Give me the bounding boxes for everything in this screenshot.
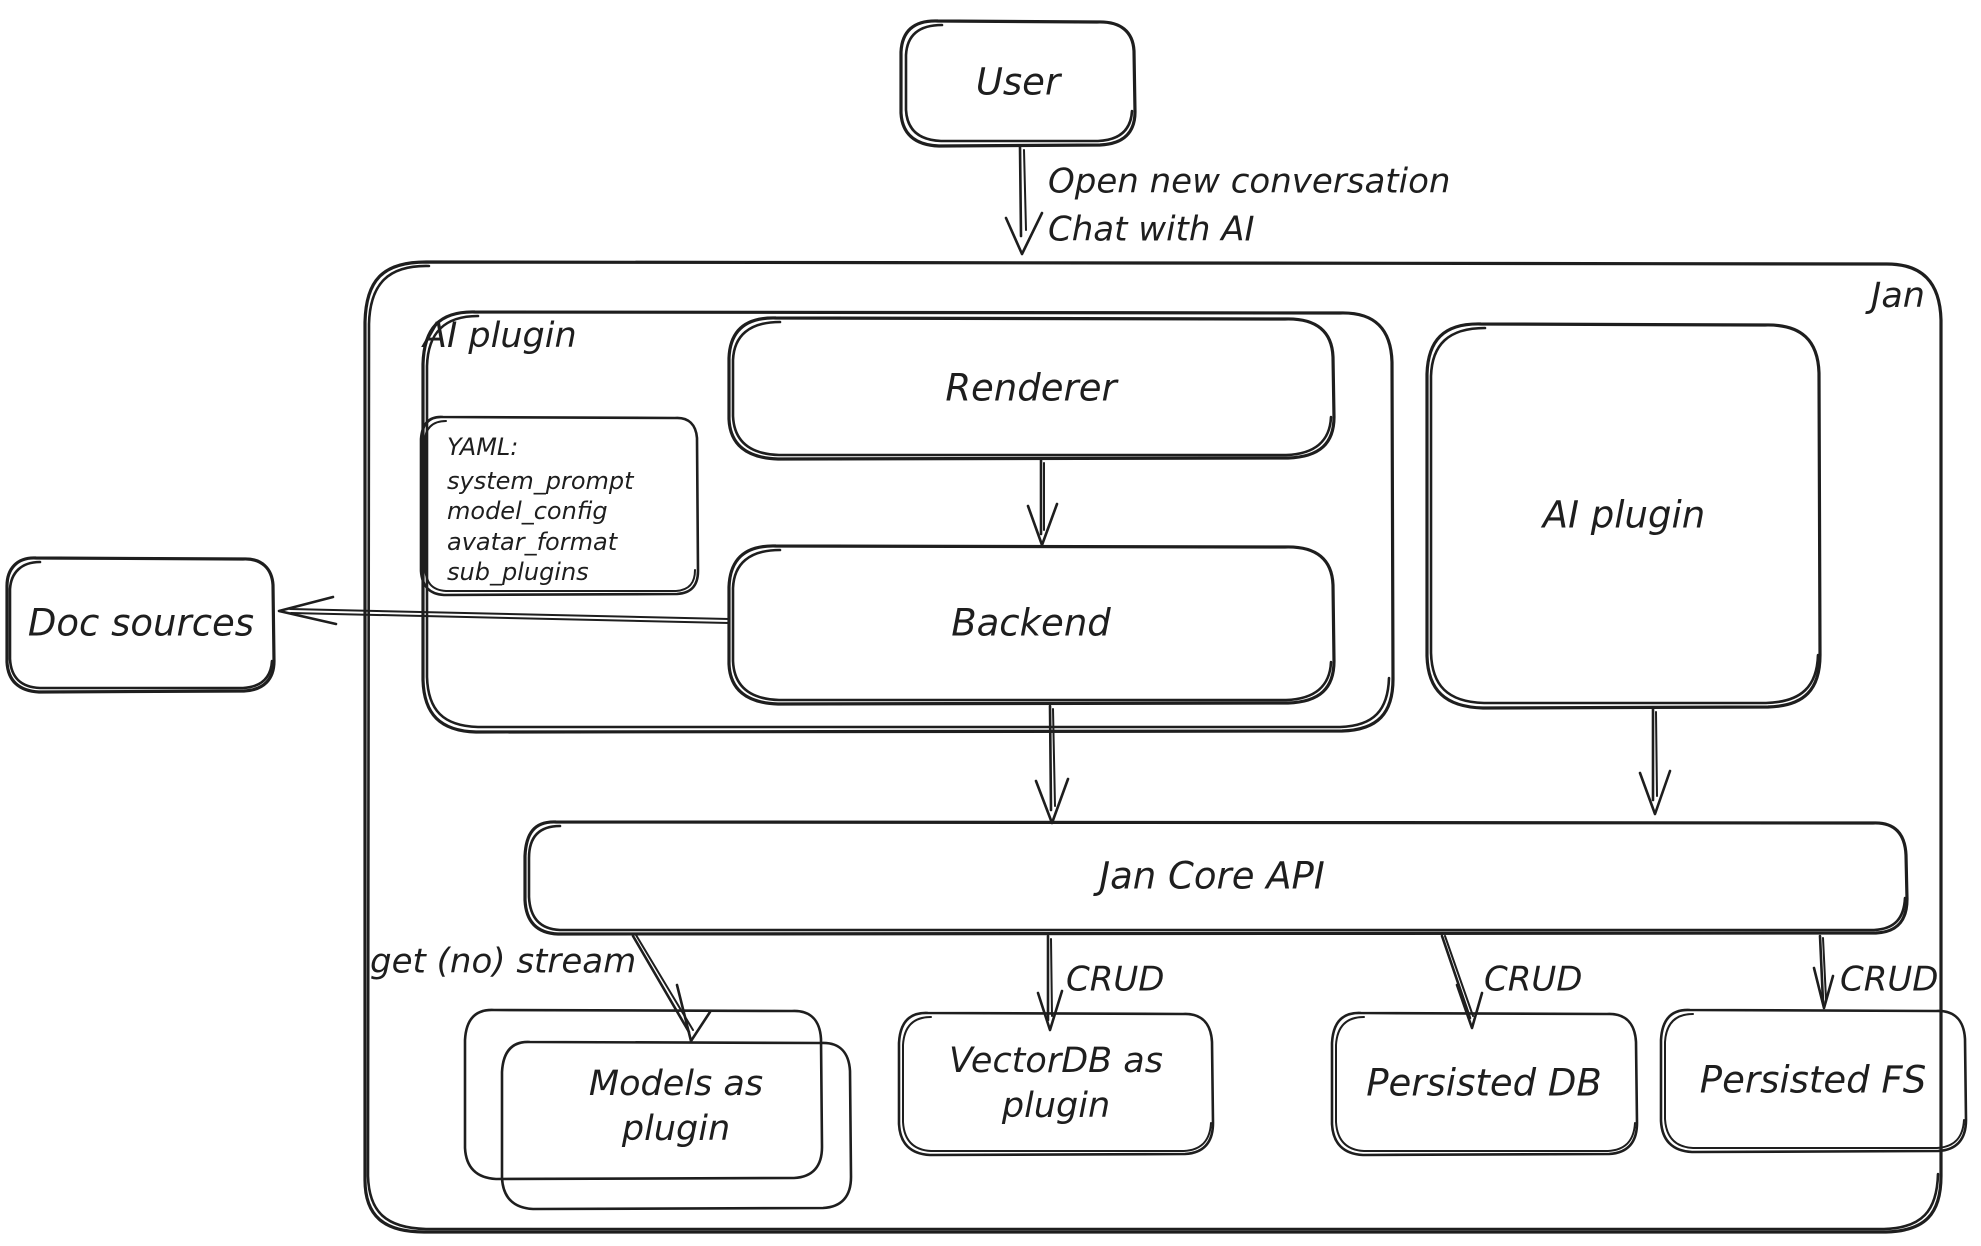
edge-backend-core <box>1034 704 1070 825</box>
node-vectordb[interactable]: VectorDB as plugin <box>897 1011 1215 1157</box>
node-persisted-fs[interactable]: Persisted FS <box>1659 1008 1968 1154</box>
node-persisted-db-label: Persisted DB <box>1366 1062 1602 1105</box>
container-ai-plugin-group: AI plugin <box>421 310 1395 734</box>
edge-core-persisted-db-label: CRUD <box>1484 960 1582 1000</box>
edge-core-persisted-fs: CRUD <box>1812 934 1938 1010</box>
edge-core-vectordb-label: CRUD <box>1066 960 1164 1000</box>
node-user-label: User <box>976 61 1063 104</box>
yaml-note-item: avatar_format <box>447 528 619 556</box>
edge-core-persisted-fs-label: CRUD <box>1840 960 1938 1000</box>
node-models-label-1: Models as <box>589 1064 763 1104</box>
node-backend-label: Backend <box>951 602 1111 645</box>
node-models-label-2: plugin <box>621 1109 730 1149</box>
yaml-note-item: model_config <box>447 497 608 525</box>
node-models[interactable]: Models as plugin <box>463 1008 853 1211</box>
edge-user-renderer-label-2: Chat with AI <box>1048 210 1255 250</box>
node-vectordb-label-1: VectorDB as <box>949 1041 1163 1081</box>
edge-user-renderer: Open new conversation Chat with AI <box>1004 145 1450 256</box>
edge-backend-doc-sources <box>277 595 730 626</box>
yaml-note-item: system_prompt <box>447 467 635 495</box>
node-user[interactable]: User <box>899 19 1137 148</box>
node-persisted-fs-label: Persisted FS <box>1700 1059 1926 1102</box>
node-jan-core-api[interactable]: Jan Core API <box>523 820 1909 936</box>
node-renderer-label: Renderer <box>945 367 1119 410</box>
yaml-note-heading: YAML: <box>447 433 518 461</box>
container-jan-label: Jan <box>1865 276 1925 316</box>
edge-renderer-backend <box>1026 458 1059 547</box>
node-ai-plugin[interactable]: AI plugin <box>1425 322 1822 710</box>
edge-ai-plugin-core <box>1638 707 1672 816</box>
container-jan: Jan <box>363 260 1943 1234</box>
edge-user-renderer-label-1: Open new conversation <box>1048 162 1450 202</box>
node-renderer[interactable]: Renderer <box>727 316 1336 461</box>
edge-core-models-label: get (no) stream <box>370 942 636 982</box>
node-persisted-db[interactable]: Persisted DB <box>1330 1011 1639 1157</box>
node-doc-sources[interactable]: Doc sources <box>5 556 276 694</box>
node-ai-plugin-label: AI plugin <box>1541 494 1705 537</box>
node-doc-sources-label: Doc sources <box>28 602 254 645</box>
yaml-note: YAML: system_prompt model_config avatar_… <box>419 415 700 597</box>
yaml-note-item: sub_plugins <box>447 558 589 586</box>
edge-core-models: get (no) stream <box>370 934 712 1043</box>
node-backend[interactable]: Backend <box>727 544 1336 706</box>
node-jan-core-api-label: Jan Core API <box>1092 855 1325 898</box>
edge-core-persisted-db: CRUD <box>1440 934 1582 1030</box>
edge-core-vectordb: CRUD <box>1036 934 1164 1032</box>
container-ai-plugin-group-label: AI plugin <box>421 316 577 356</box>
node-vectordb-label-2: plugin <box>1001 1086 1110 1126</box>
